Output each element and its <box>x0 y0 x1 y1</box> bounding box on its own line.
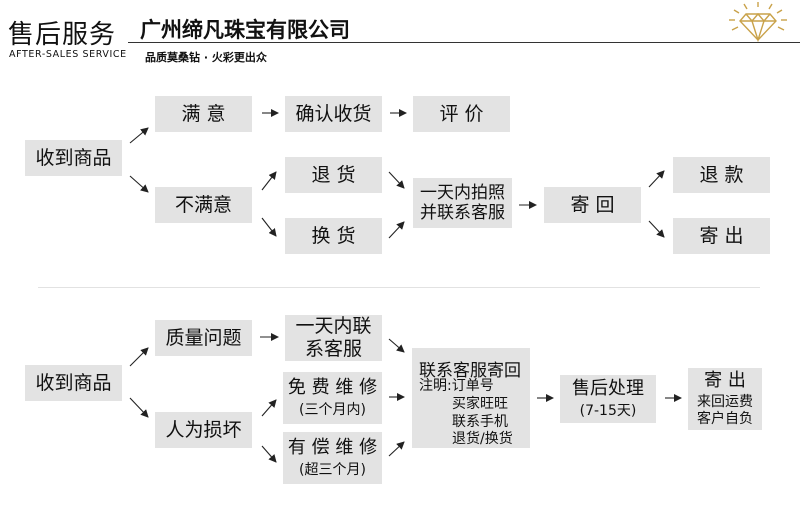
free-repair-note: (三个月内) <box>299 401 366 418</box>
arrow <box>129 397 149 418</box>
paid-repair-label: 有 偿 维 修 <box>287 437 378 459</box>
paid-repair-box: 有 偿 维 修 (超三个月) <box>283 432 382 484</box>
ship-out-note-1: 来回运费 <box>697 394 753 410</box>
send-back-box: 寄 回 <box>544 187 641 223</box>
page-subtitle-en: AFTER-SALES SERVICE <box>9 49 127 60</box>
arrow <box>648 170 665 188</box>
ship-out-box: 寄 出 <box>673 218 770 254</box>
human-damage-box: 人为损坏 <box>155 412 252 448</box>
after-sales-label: 售后处理 <box>572 378 644 400</box>
confirm-receipt-box: 确认收货 <box>285 96 382 132</box>
arrow <box>388 221 405 239</box>
arrow <box>261 445 277 463</box>
arrow <box>388 171 405 189</box>
exchange-goods-box: 换 货 <box>285 218 382 254</box>
received-goods-box-2: 收到商品 <box>25 365 122 401</box>
arrow <box>261 217 277 237</box>
review-box: 评 价 <box>413 96 510 132</box>
free-repair-box: 免 费 维 修 (三个月内) <box>283 372 382 424</box>
ship-out-label: 寄 出 <box>704 370 746 392</box>
arrow <box>648 220 665 238</box>
diamond-logo-icon <box>729 2 787 43</box>
arrow <box>129 127 149 144</box>
page-title: 售后服务 <box>8 20 117 50</box>
received-goods-box: 收到商品 <box>25 140 122 176</box>
mail-back-note-3: 退货/换货 <box>452 431 513 447</box>
arrow <box>129 347 149 367</box>
mail-back-note-label: 注明:订单号 <box>419 378 494 394</box>
company-name: 广州缔凡珠宝有限公司 <box>140 18 350 42</box>
arrow <box>388 441 405 457</box>
ship-out-note-2: 客户自负 <box>697 410 753 427</box>
arrow <box>261 171 277 191</box>
paid-repair-note: (超三个月) <box>299 461 366 478</box>
return-goods-box: 退 货 <box>285 157 382 193</box>
photo-contact-line2: 并联系客服 <box>420 203 505 223</box>
free-repair-label: 免 费 维 修 <box>287 377 378 399</box>
satisfied-box: 满 意 <box>155 96 252 132</box>
arrow <box>388 338 405 353</box>
photo-contact-line1: 一天内拍照 <box>420 182 505 203</box>
slogan: 品质莫桑钻 · 火彩更出众 <box>145 51 267 64</box>
refund-box: 退 款 <box>673 157 770 193</box>
contact-service-box: 一天内联 系客服 <box>285 315 382 361</box>
mail-back-note-1: 买家旺旺 <box>452 396 508 412</box>
after-sales-time: (7-15天) <box>579 402 637 419</box>
after-sales-box: 售后处理 (7-15天) <box>560 375 656 423</box>
photo-contact-box: 一天内拍照 并联系客服 <box>413 178 512 228</box>
section-divider <box>38 287 760 288</box>
contact-service-line2: 系客服 <box>304 338 362 360</box>
quality-issue-box: 质量问题 <box>155 320 252 356</box>
mail-back-title: 联系客服寄回 <box>419 361 521 381</box>
mail-back-box: 联系客服寄回 注明:订单号 买家旺旺 联系手机 退货/换货 <box>412 348 530 448</box>
ship-out-box-2: 寄 出 来回运费 客户自负 <box>688 368 762 430</box>
arrow <box>129 175 149 193</box>
header-rule <box>128 42 800 43</box>
unsatisfied-box: 不满意 <box>155 187 252 223</box>
mail-back-note-2: 联系手机 <box>452 414 508 430</box>
contact-service-line1: 一天内联 <box>295 315 372 338</box>
arrow <box>261 399 277 417</box>
